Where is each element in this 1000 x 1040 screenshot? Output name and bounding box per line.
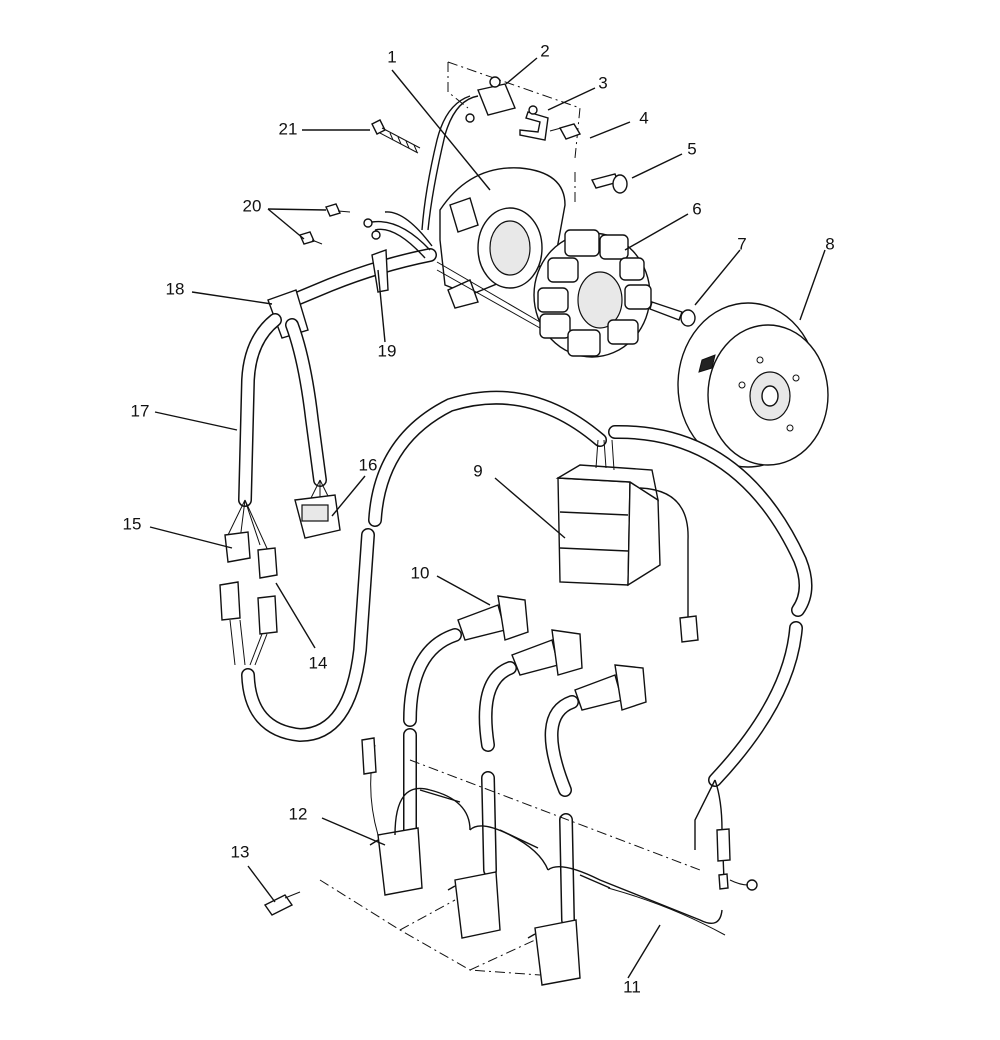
alignment-lines	[319, 759, 701, 976]
callout-19: 19	[378, 341, 397, 360]
bracket	[519, 105, 549, 141]
callout-13: 13	[231, 842, 250, 861]
cdi-box	[555, 439, 699, 643]
callout-7: 7	[737, 234, 746, 253]
callout-4: 4	[639, 108, 648, 127]
screws-20	[299, 203, 381, 245]
ignition-coils	[361, 728, 581, 986]
leader-lines	[149, 57, 826, 979]
callout-12: 12	[289, 804, 308, 823]
callout-labels: 1 2 3 4 5 6 7 8 9 10 11 12 13 14 15 16 1…	[123, 41, 835, 996]
callout-5: 5	[687, 139, 696, 158]
callout-18: 18	[166, 279, 185, 298]
flywheel	[677, 302, 829, 468]
callout-21: 21	[279, 119, 298, 138]
connectors-15-14	[219, 499, 278, 666]
screw-4	[549, 123, 582, 140]
callout-1: 1	[387, 47, 396, 66]
coil-wiring	[394, 779, 758, 936]
callout-15: 15	[123, 514, 142, 533]
main-hose	[241, 390, 813, 787]
screw-13	[263, 891, 301, 916]
callout-3: 3	[598, 73, 607, 92]
callout-8: 8	[825, 234, 834, 253]
callout-10: 10	[411, 563, 430, 582]
stator-coil	[533, 229, 652, 358]
connector-16	[294, 479, 341, 539]
callout-20: 20	[243, 196, 262, 215]
screw-7	[649, 301, 696, 327]
callout-11: 11	[623, 977, 641, 996]
bolt-21	[371, 119, 421, 154]
callout-14: 14	[309, 653, 328, 672]
callout-16: 16	[359, 455, 378, 474]
callout-2: 2	[540, 41, 549, 60]
screw-5	[590, 173, 628, 194]
stator-plate	[436, 61, 581, 329]
callout-6: 6	[692, 199, 701, 218]
callout-17: 17	[131, 401, 150, 420]
plug-caps	[403, 595, 647, 797]
wire-harness	[238, 211, 437, 507]
callout-9: 9	[473, 461, 482, 480]
